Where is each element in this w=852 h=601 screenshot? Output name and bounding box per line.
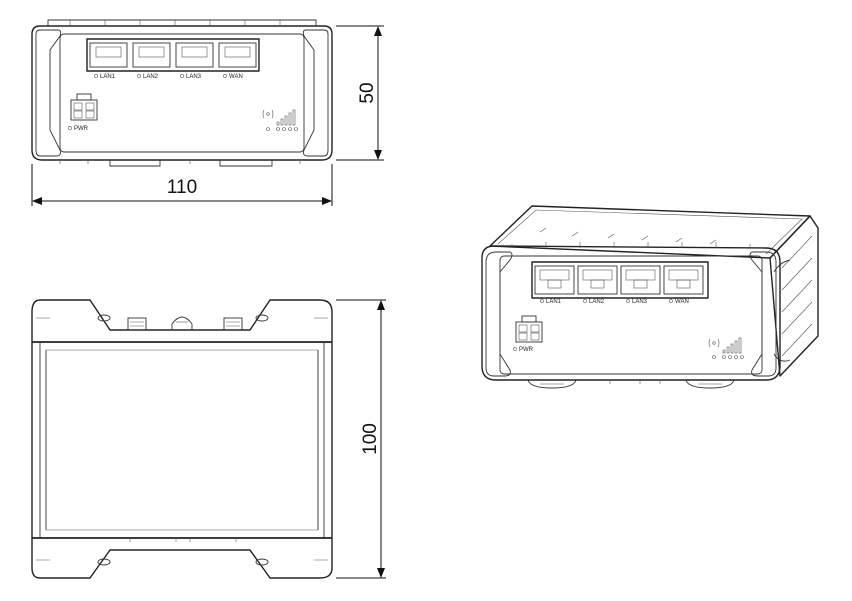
iso-power-connector bbox=[515, 315, 543, 343]
height-dimension: 50 bbox=[336, 25, 384, 161]
front-label-lan1: LAN1 bbox=[100, 74, 116, 80]
iso-label-lan3: LAN3 bbox=[632, 299, 648, 305]
iso-label-lan1: LAN1 bbox=[546, 299, 562, 305]
front-label-pwr: PWR bbox=[74, 126, 89, 132]
front-label-lan3: LAN3 bbox=[186, 74, 202, 80]
height-value: 50 bbox=[357, 82, 378, 103]
depth-dimension: 100 bbox=[336, 299, 386, 579]
front-label-wan: WAN bbox=[229, 74, 243, 80]
front-signal-icon bbox=[262, 109, 298, 131]
width-dimension: 110 bbox=[31, 164, 333, 206]
iso-label-lan2: LAN2 bbox=[589, 299, 605, 305]
front-view: LAN1 LAN2 LAN3 WAN PWR bbox=[31, 19, 333, 167]
front-label-lan2: LAN2 bbox=[143, 74, 159, 80]
width-value: 110 bbox=[167, 177, 197, 198]
front-ports bbox=[89, 42, 257, 68]
iso-label-wan: WAN bbox=[675, 299, 689, 305]
iso-ports bbox=[534, 265, 704, 295]
iso-signal-icon bbox=[708, 337, 744, 359]
front-power-connector bbox=[70, 93, 98, 121]
depth-value: 100 bbox=[360, 423, 381, 455]
isometric-view: LAN1 LAN2 LAN3 WAN PWR bbox=[481, 205, 819, 389]
iso-label-pwr: PWR bbox=[519, 347, 534, 353]
top-view bbox=[31, 299, 333, 579]
